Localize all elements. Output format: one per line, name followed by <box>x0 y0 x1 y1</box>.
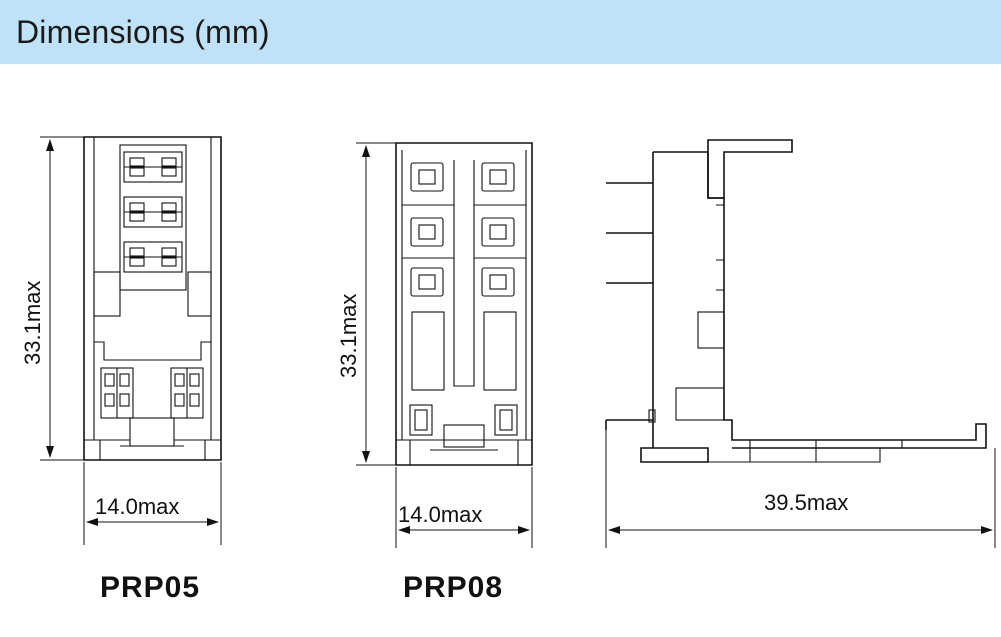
side-view-dimensions <box>605 430 996 548</box>
prp05-height-label: 33.1max <box>20 281 45 365</box>
prp05-model-label: PRP05 <box>100 571 200 604</box>
prp05-width-label: 14.0max <box>95 494 179 519</box>
side-view-length-label: 39.5max <box>764 490 848 515</box>
prp05-drawing <box>83 136 222 461</box>
prp05-dimensions <box>40 136 222 545</box>
header-bar: Dimensions (mm) <box>0 0 1001 64</box>
prp08-model-label: PRP08 <box>403 571 503 604</box>
page-title: Dimensions (mm) <box>16 14 270 50</box>
prp08-height-label: 33.1max <box>336 294 361 378</box>
side-view-drawing <box>605 139 987 463</box>
prp08-width-label: 14.0max <box>398 502 482 527</box>
prp08-dimensions <box>356 142 533 548</box>
prp08-drawing <box>395 142 533 466</box>
